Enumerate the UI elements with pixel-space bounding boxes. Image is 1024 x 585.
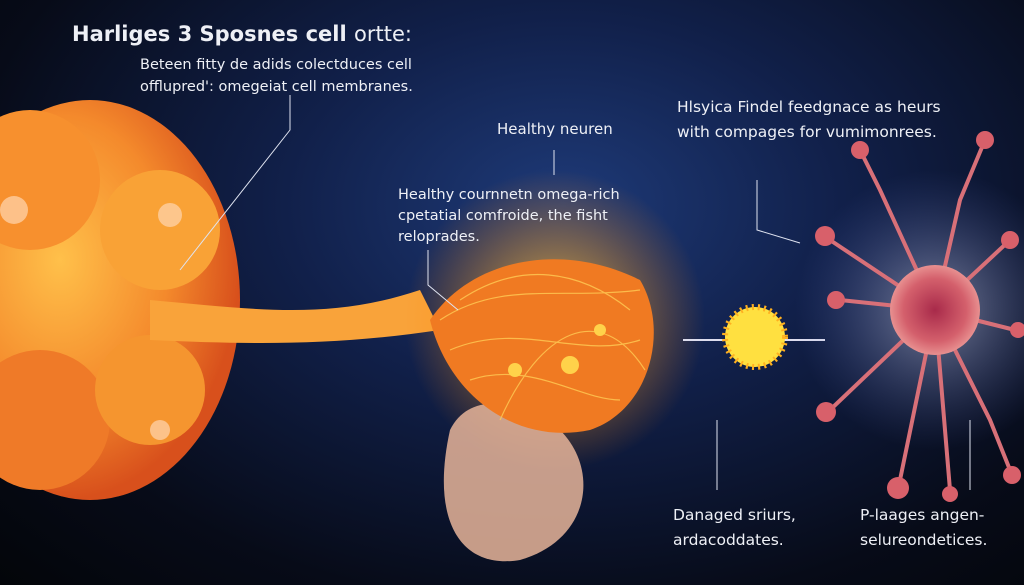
label-line: with compages for vumimonrees. bbox=[677, 123, 937, 141]
subtitle-line: offlupred': omegeiat cell membranes. bbox=[140, 79, 413, 95]
damaged-neuron bbox=[795, 131, 1024, 502]
description-line: reloprades. bbox=[398, 229, 480, 245]
healthy-description: Healthy cournnetn omega-rich cpetatial c… bbox=[398, 185, 620, 248]
description-line: cpetatial comfroide, the fisht bbox=[398, 208, 608, 224]
title-light: ortte: bbox=[354, 22, 412, 46]
label-line: Hlsyica Findel feedgnace as heurs bbox=[677, 98, 941, 116]
title-bold: Harliges 3 Sposnes cell bbox=[72, 22, 347, 46]
label-line: selureondetices. bbox=[860, 531, 988, 549]
page-title: Harliges 3 Sposnes cell ortte: bbox=[72, 22, 412, 46]
healthy-neuron-label: Healthy neuren bbox=[497, 120, 613, 138]
plaques-label: P-laages angen- selureondetices. bbox=[860, 503, 987, 553]
label-line: ardacoddates. bbox=[673, 531, 784, 549]
leader-lines bbox=[179, 95, 971, 490]
right-top-label: Hlsyica Findel feedgnace as heurs with c… bbox=[677, 95, 941, 145]
label-line: P-laages angen- bbox=[860, 506, 985, 524]
cell-cluster bbox=[0, 100, 440, 500]
damaged-label: Danaged sriurs, ardacoddates. bbox=[673, 503, 796, 553]
description-line: Healthy cournnetn omega-rich bbox=[398, 187, 620, 203]
label-line: Danaged sriurs, bbox=[673, 506, 796, 524]
subtitle-line: Beteen fitty de adids colectduces cell bbox=[140, 57, 412, 73]
healthy-neuron bbox=[405, 170, 705, 562]
subtitle: Beteen fitty de adids colectduces cell o… bbox=[140, 54, 413, 98]
